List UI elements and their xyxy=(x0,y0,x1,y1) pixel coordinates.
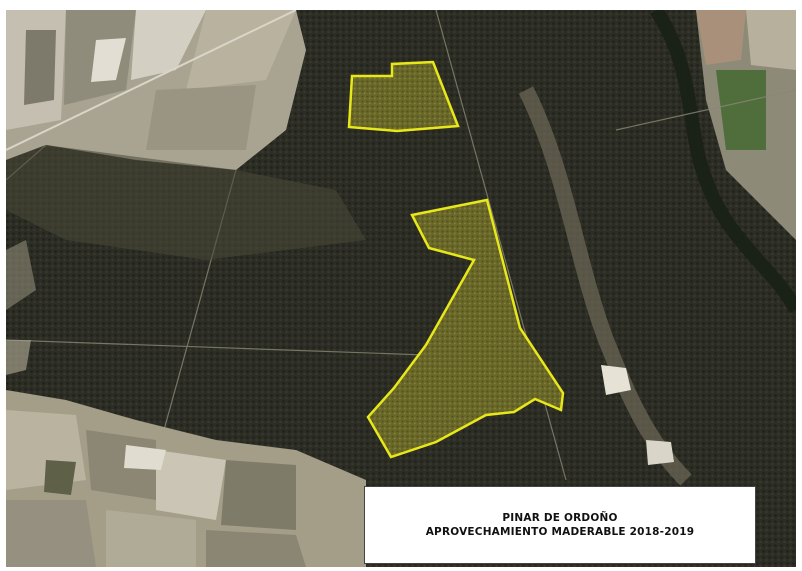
satellite-map[interactable] xyxy=(6,10,796,567)
clearing-corridor xyxy=(518,86,692,486)
river xyxy=(650,10,796,314)
harvest-plot-south[interactable] xyxy=(366,198,565,459)
farm-fields-northwest xyxy=(6,10,306,170)
farm-fields-south xyxy=(6,390,366,567)
farm-fields-northeast xyxy=(696,10,796,240)
map-title-box: PINAR DE ORDOÑO APROVECHAMIENTO MADERABL… xyxy=(364,486,756,564)
map-imagery xyxy=(6,10,796,567)
harvest-plot-north[interactable] xyxy=(347,60,460,133)
map-title-line2: APROVECHAMIENTO MADERABLE 2018-2019 xyxy=(425,526,695,538)
map-title-line1: PINAR DE ORDOÑO xyxy=(502,512,618,524)
